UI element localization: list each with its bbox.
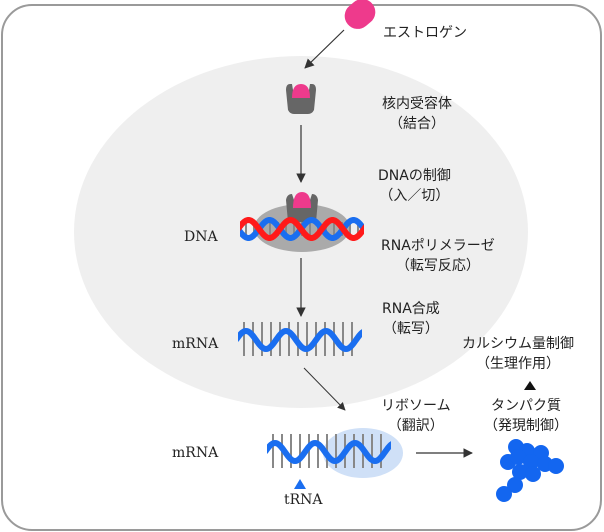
label-calcium: カルシウム量制御 （生理作用） [462,334,574,374]
protein-molecule [510,449,526,465]
estrogen-molecule-icon [344,0,376,29]
label-mrna-nucleus: mRNA [172,336,219,352]
label-dna-control-line1: DNAの制御 [378,168,451,184]
label-receptor: 核内受容体 （結合） [382,94,452,134]
mrna-strand-nucleus [238,322,362,356]
label-rna-synthesis: RNA合成 （転写） [382,299,440,339]
label-polymerase: RNAポリメラーゼ （転写反応） [381,236,495,276]
trna-triangle-icon [294,479,306,489]
label-dna-control-line2: （入／切） [379,188,450,204]
label-polymerase-line2: （転写反応） [395,258,480,274]
label-rna-synthesis-line2: （転写） [382,321,439,337]
label-polymerase-line1: RNAポリメラーゼ [381,238,495,254]
protein-molecule [507,477,523,493]
label-trna: tRNA [284,492,323,508]
label-dna: DNA [184,229,218,245]
label-ribosome: リボソーム （翻訳） [381,396,451,436]
label-protein-line1: タンパク質 [491,398,561,414]
protein-molecule [548,458,564,474]
dna-double-helix [240,217,364,241]
protein-molecule [525,466,541,482]
label-mrna-cytoplasm: mRNA [172,445,219,461]
label-calcium-line1: カルシウム量制御 [462,336,574,352]
protein-molecule [512,464,528,480]
label-protein: タンパク質 （発現制御） [484,396,568,436]
arrow-mrna-to-ribosome [303,367,346,411]
label-calcium-line2: （生理作用） [476,356,560,372]
protein-molecule [496,486,512,502]
label-receptor-line2: （結合） [389,116,445,132]
label-ribosome-line2: （翻訳） [387,418,444,434]
arrow-protein-to-calcium-icon [524,381,536,390]
label-protein-line2: （発現制御） [484,418,568,434]
label-receptor-line1: 核内受容体 [382,96,452,112]
label-ribosome-line1: リボソーム [381,398,451,414]
label-rna-synthesis-line1: RNA合成 [382,301,440,317]
protein-cluster-icon [496,439,564,502]
protein-molecule [523,454,539,470]
label-estrogen: エストロゲン [383,25,467,41]
bound-receptor-icon [286,192,318,222]
arrow-estrogen-to-receptor [304,29,345,69]
label-dna-control: DNAの制御 （入／切） [378,166,451,206]
receptor-icon [286,84,316,114]
mrna-strand-cytoplasm [267,434,391,468]
